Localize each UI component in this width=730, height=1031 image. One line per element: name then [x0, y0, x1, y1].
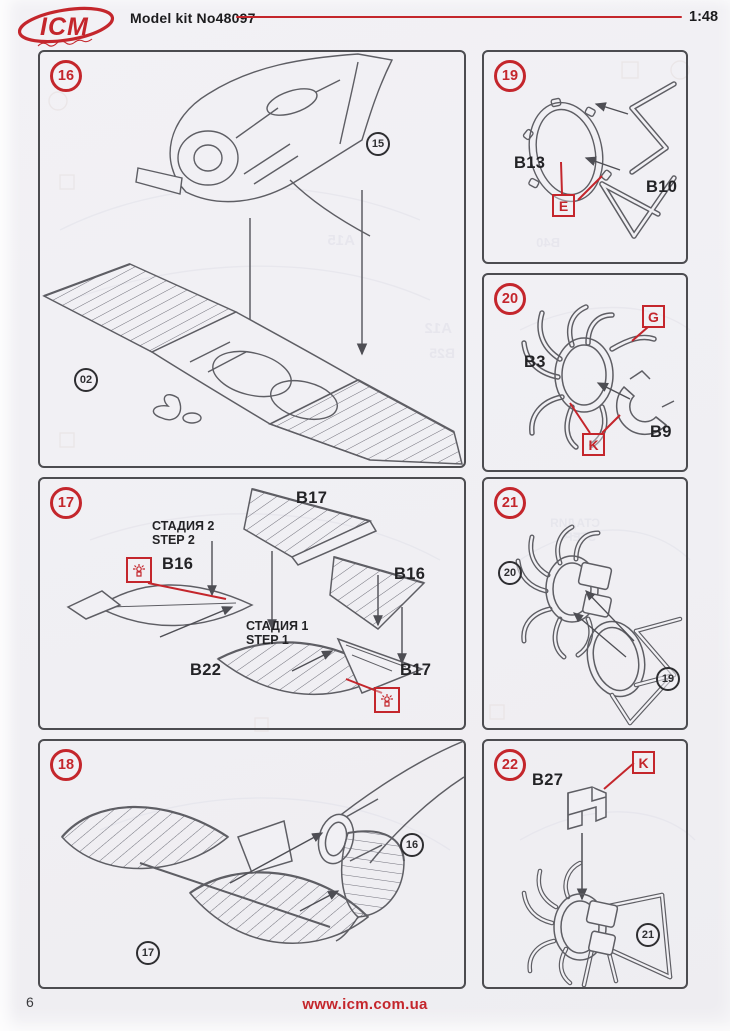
scale-label: 1:48	[689, 9, 719, 25]
glue-letter-g: G	[642, 305, 665, 328]
subassembly-ref-20: 20	[498, 561, 522, 585]
page-title: Model kit No48097	[130, 10, 256, 26]
step-20-panel: 20 G B3 K B9	[482, 273, 688, 472]
step-18-panel: 18 16 17	[38, 739, 466, 989]
step-number-badge: 16	[50, 60, 82, 92]
part-label-b16-left: B16	[162, 555, 194, 573]
subassembly-ref-17: 17	[136, 941, 160, 965]
icm-logo: ICM	[17, 6, 115, 47]
stage-1-label: СТАДИЯ 1 STEP 1	[246, 619, 308, 647]
logo-text: ICM	[40, 13, 89, 41]
step-17-panel: 17 B17 СТАДИЯ 2 STEP 2 B16 B16 СТАДИЯ 1 …	[38, 477, 466, 730]
website-url: www.icm.com.ua	[302, 996, 428, 1013]
glue-letter-k: K	[582, 433, 605, 456]
subassembly-ref-16: 16	[400, 833, 424, 857]
step-number-badge: 17	[50, 487, 82, 519]
part-label-b22: B22	[190, 661, 222, 679]
step-18-drawing	[61, 741, 464, 944]
glue-icon	[133, 564, 145, 577]
glue-icon	[381, 694, 393, 707]
subassembly-ref-19: 19	[656, 667, 680, 691]
stage-2-label: СТАДИЯ 2 STEP 2	[152, 519, 214, 547]
ghost-label: B40	[536, 235, 560, 250]
step-17-drawing	[66, 487, 426, 696]
subassembly-ref-15: 15	[366, 132, 390, 156]
part-label-b27: B27	[532, 771, 564, 789]
stage-2-ru: СТАДИЯ 2	[152, 519, 215, 533]
page-number: 6	[26, 994, 34, 1010]
step-16-panel: 16 15 02	[38, 50, 466, 468]
glue-symbol-box-2	[374, 687, 400, 713]
stage-2-en: STEP 2	[152, 533, 195, 547]
ghost-label: B25	[429, 345, 455, 361]
stage-1-ru: СТАДИЯ 1	[246, 619, 309, 633]
part-label-b17-bottom: B17	[400, 661, 432, 679]
glue-symbol-box-1	[126, 557, 152, 583]
step-16-drawing	[42, 53, 463, 465]
part-label-b9: B9	[650, 423, 672, 441]
header-rule	[236, 16, 682, 18]
step-20-drawing	[521, 304, 675, 450]
subassembly-ref-02: 02	[74, 368, 98, 392]
ghost-label: A15	[327, 232, 355, 249]
subassembly-ref-21: 21	[636, 923, 660, 947]
step-19-panel: 19 B13 B10 E	[482, 50, 688, 264]
part-label-b10: B10	[646, 178, 678, 196]
step-22-drawing	[521, 762, 673, 987]
glue-letter-k: K	[632, 751, 655, 774]
part-label-b3: B3	[524, 353, 546, 371]
step-number-badge: 20	[494, 283, 526, 315]
step-21-panel: 21 20 19	[482, 477, 688, 730]
part-label-b16-right: B16	[394, 565, 426, 583]
step-number-badge: 22	[494, 749, 526, 781]
step-number-badge: 19	[494, 60, 526, 92]
glue-letter-e: E	[552, 194, 575, 217]
ghost-label: A12	[424, 320, 452, 337]
step-22-panel: 22 B27 K 21	[482, 739, 688, 989]
ghost-label: СТАДИЯ	[550, 516, 600, 530]
stage-1-en: STEP 1	[246, 633, 289, 647]
part-label-b13: B13	[514, 154, 546, 172]
logo-tagline-script	[37, 38, 93, 47]
step-number-badge: 18	[50, 749, 82, 781]
step-number-badge: 21	[494, 487, 526, 519]
part-label-b17-top: B17	[296, 489, 328, 507]
